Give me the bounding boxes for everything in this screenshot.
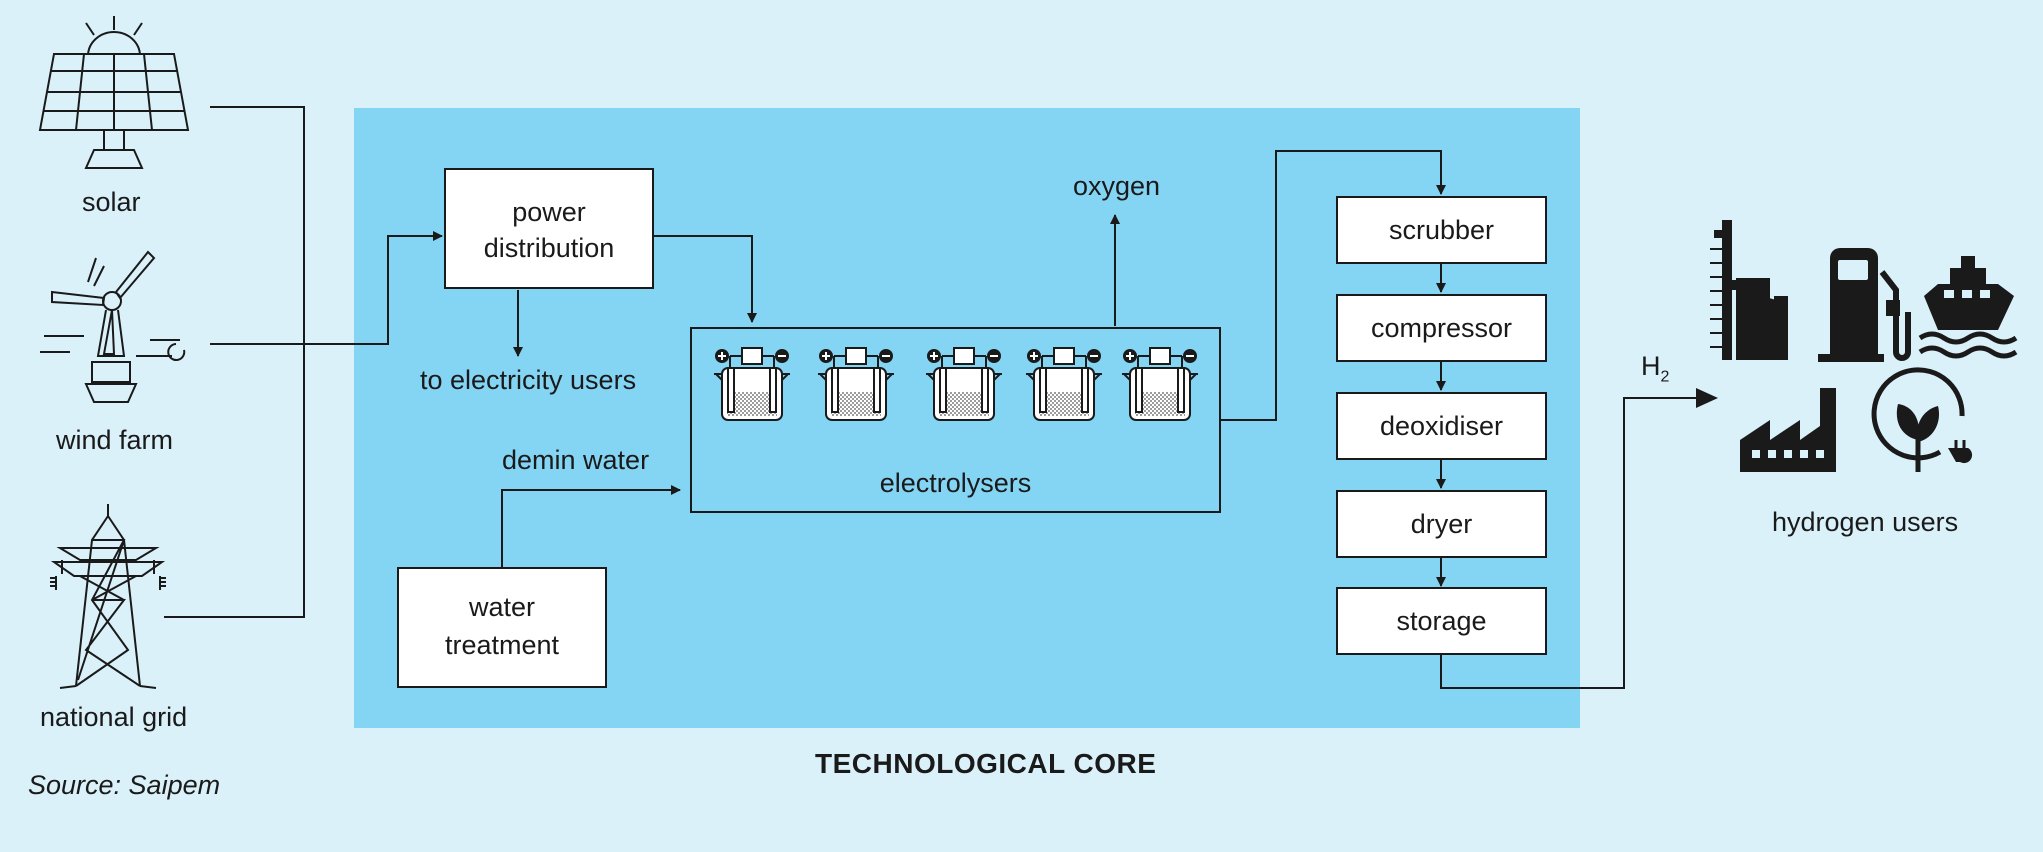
electrolysers-label: electrolysers (879, 468, 1032, 498)
h2-label: H2 (1641, 348, 1669, 395)
oxygen-label: oxygen (1073, 171, 1161, 201)
h2-symbol: H (1641, 351, 1661, 381)
wind-turbine-icon (40, 250, 186, 403)
water-treatment-line2: treatment (444, 630, 560, 660)
scrubber-box: scrubber (1336, 196, 1547, 264)
wind-farm-label: wind farm (56, 425, 174, 455)
to-electricity-users-label: to electricity users (420, 365, 637, 395)
solar-label: solar (82, 187, 141, 217)
fuel-pump-icon (1818, 248, 1911, 362)
eco-plug-icon (1871, 367, 1973, 472)
national-grid-label: national grid (40, 702, 188, 732)
water-treatment-line1: water (468, 592, 536, 622)
demin-water-label: demin water (502, 445, 650, 475)
source-note: Source: Saipem (28, 770, 221, 800)
technological-core-title: TECHNOLOGICAL CORE (815, 748, 1157, 779)
refinery-icon (1710, 220, 1788, 360)
power-distribution-line2: distribution (483, 233, 615, 263)
electrolysers-box: electrolysers (690, 327, 1221, 513)
power-distribution-line1: power (512, 197, 586, 227)
ship-icon (1918, 256, 2018, 359)
pylon-icon (50, 504, 166, 689)
h2-subscript: 2 (1660, 368, 1670, 386)
compressor-box: compressor (1336, 294, 1547, 362)
solar-panel-icon (38, 16, 190, 169)
water-treatment-box: water treatment (397, 567, 607, 688)
deoxidiser-box: deoxidiser (1336, 392, 1547, 460)
power-distribution-box: power distribution (444, 168, 654, 289)
factory-icon (1740, 388, 1836, 472)
storage-box: storage (1336, 587, 1547, 655)
hydrogen-users-label: hydrogen users (1772, 507, 1959, 537)
dryer-box: dryer (1336, 490, 1547, 558)
